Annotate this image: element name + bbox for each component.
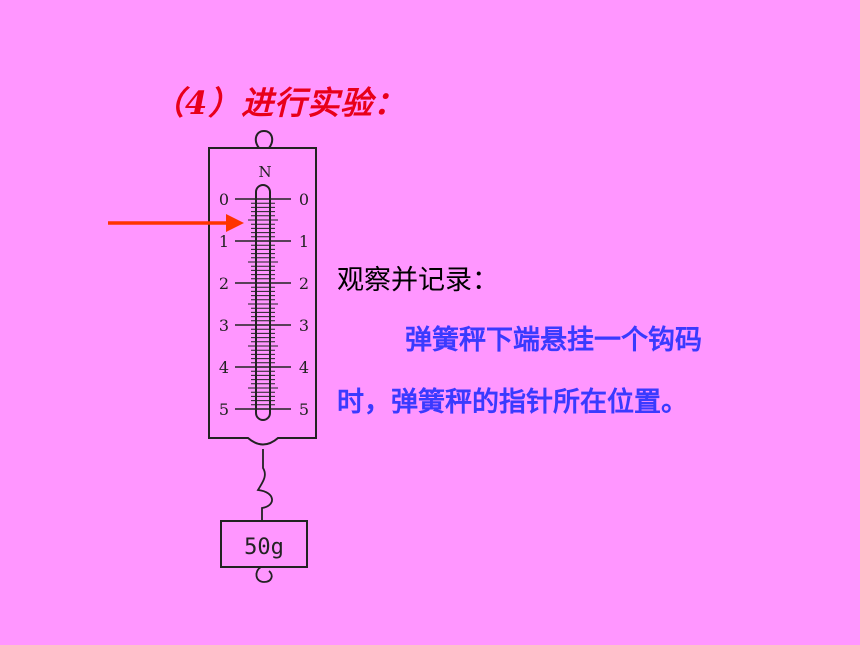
left-tick-label: 5 xyxy=(219,400,229,419)
scale-frame xyxy=(208,147,317,446)
lower-hook xyxy=(256,449,273,520)
spring-tube xyxy=(255,184,271,421)
top-hook xyxy=(254,129,274,149)
page-title: （4）进行实验： xyxy=(152,84,407,122)
right-tick-label: 1 xyxy=(299,232,309,251)
description-line-2: 时，弹簧秤的指针所在位置。 xyxy=(337,387,688,418)
observe-label: 观察并记录： xyxy=(337,265,499,296)
left-tick-label: 3 xyxy=(219,316,229,335)
weight-box xyxy=(220,520,308,568)
left-tick-label: 4 xyxy=(219,358,229,377)
unit-label: N xyxy=(258,163,271,181)
right-tick-label: 2 xyxy=(299,274,309,293)
right-tick-label: 5 xyxy=(299,400,309,419)
description-line-1: 弹簧秤下端悬挂一个钩码 xyxy=(405,325,702,356)
left-tick-labels: 0 1 2 3 4 5 xyxy=(219,190,229,419)
right-tick-label: 3 xyxy=(299,316,309,335)
left-tick-label: 2 xyxy=(219,274,229,293)
left-tick-label: 1 xyxy=(219,232,229,251)
bottom-hook xyxy=(255,566,273,583)
left-tick-label: 0 xyxy=(219,190,229,209)
right-tick-label: 4 xyxy=(299,358,309,377)
right-tick-labels: 0 1 2 3 4 5 xyxy=(299,190,309,419)
weight-label: 50g xyxy=(244,535,284,560)
scale-ticks xyxy=(235,198,291,410)
pointer-arrow-head xyxy=(226,214,244,232)
right-tick-label: 0 xyxy=(299,190,309,209)
